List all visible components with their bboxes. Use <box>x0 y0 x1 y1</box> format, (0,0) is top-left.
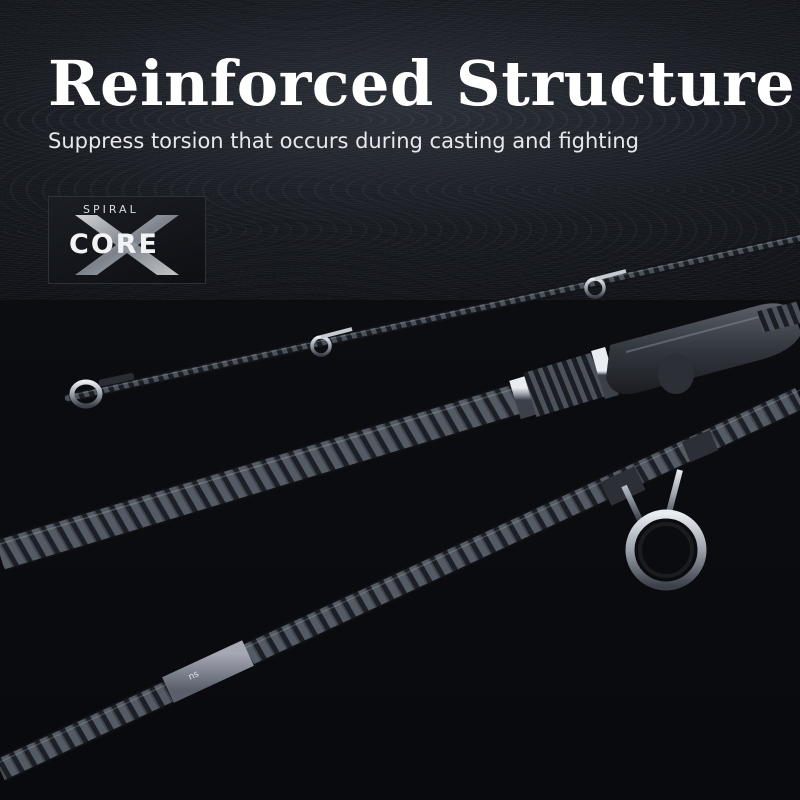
logo-main-text: CORE <box>69 229 160 260</box>
svg-text:ns: ns <box>187 669 201 683</box>
headline: Reinforced Structure <box>48 47 796 120</box>
logo-top-text: SPIRAL <box>83 203 139 216</box>
rod-butt-section-with-handle <box>0 301 800 572</box>
rod-tip-section <box>63 233 800 409</box>
rod-middle-section-with-guide: ns <box>0 386 800 782</box>
small-guide-icon <box>584 269 627 299</box>
x-emblem-icon <box>75 215 179 275</box>
small-guide-icon <box>310 327 353 357</box>
tip-guide-icon <box>69 373 135 409</box>
subheadline: Suppress torsion that occurs during cast… <box>48 129 640 153</box>
large-guide-icon <box>621 469 707 591</box>
spiral-x-core-logo: SPIRAL CORE <box>48 196 206 284</box>
